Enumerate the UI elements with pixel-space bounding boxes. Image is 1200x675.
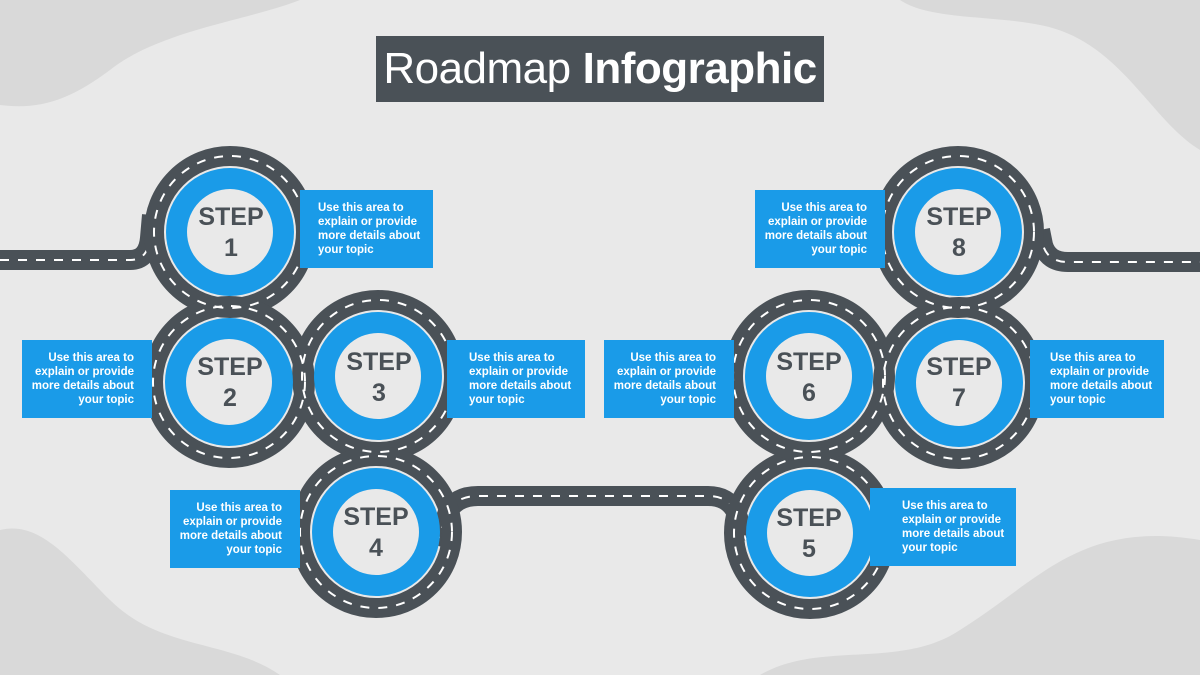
step-5-word: STEP [776, 504, 842, 532]
step-5-description-box: Use this area to explain or provide more… [870, 488, 1016, 566]
step-8-word: STEP [926, 203, 992, 231]
road-bridge-4-5 [426, 486, 756, 549]
step-2-word: STEP [197, 353, 263, 381]
step-discs [165, 168, 1023, 597]
step-8-disc-inner [915, 189, 1001, 275]
step-4-description-box: Use this area to explain or provide more… [170, 490, 300, 568]
step-2-disc-inner [186, 339, 272, 425]
step-6-disc-inner [766, 333, 852, 419]
step-4-label: STEP 4 [331, 502, 421, 564]
road-exit-right [1030, 228, 1200, 272]
step-7-description: Use this area to explain or provide more… [1050, 352, 1153, 406]
background-blob-top-left [0, 0, 300, 107]
step-4-disc-inner [333, 489, 419, 575]
step-3-label: STEP 3 [334, 347, 424, 409]
step-4-description: Use this area to explain or provide more… [179, 502, 282, 556]
step-2-label: STEP 2 [185, 352, 275, 414]
step-1-word: STEP [198, 203, 264, 231]
step-4-word: STEP [343, 503, 409, 531]
step-3-disc-inner [335, 333, 421, 419]
step-5-disc-inner [767, 490, 853, 576]
step-4-road-dashes [299, 455, 453, 609]
step-6-description: Use this area to explain or provide more… [613, 352, 716, 406]
step-8-label: STEP 8 [914, 202, 1004, 264]
title-bar: Roadmap Infographic [376, 36, 824, 102]
step-7-number: 7 [952, 384, 966, 412]
step-1-label: STEP 1 [186, 202, 276, 264]
step-2-number: 2 [223, 384, 237, 412]
step-6-description-box: Use this area to explain or provide more… [604, 340, 734, 418]
step-6-word: STEP [776, 348, 842, 376]
background-blob-bottom-right [760, 536, 1200, 675]
step-5-description: Use this area to explain or provide more… [902, 500, 1005, 554]
step-7-description-box: Use this area to explain or provide more… [1030, 340, 1164, 418]
step-6-label: STEP 6 [764, 347, 854, 409]
step-3-word: STEP [346, 348, 412, 376]
step-1-number: 1 [224, 234, 238, 262]
step-7-label: STEP 7 [914, 352, 1004, 414]
step-8-number: 8 [952, 234, 966, 262]
background-blob-bottom-left [0, 528, 280, 675]
step-2-description-box: Use this area to explain or provide more… [22, 340, 152, 418]
step-5-number: 5 [802, 535, 816, 563]
step-8-description-box: Use this area to explain or provide more… [755, 190, 885, 268]
step-7-disc-inner [916, 340, 1002, 426]
step-1-description: Use this area to explain or provide more… [318, 202, 421, 256]
step-3-number: 3 [372, 379, 386, 407]
step-6-number: 6 [802, 379, 816, 407]
step-4-number: 4 [369, 534, 383, 562]
background-blob-top-right [900, 0, 1200, 150]
step-2-road-dashes [152, 305, 306, 459]
step-5-label: STEP 5 [764, 503, 854, 565]
step-2-description: Use this area to explain or provide more… [31, 352, 134, 406]
step-7-word: STEP [926, 353, 992, 381]
road-entry-left [0, 214, 162, 270]
step-3-description-box: Use this area to explain or provide more… [447, 340, 585, 418]
step-3-description: Use this area to explain or provide more… [469, 352, 572, 406]
title-light: Roadmap [383, 44, 571, 93]
step-1-disc-inner [187, 189, 273, 275]
title-bold: Infographic [582, 44, 818, 93]
step-8-description: Use this area to explain or provide more… [764, 202, 867, 256]
step-1-description-box: Use this area to explain or provide more… [300, 190, 433, 268]
